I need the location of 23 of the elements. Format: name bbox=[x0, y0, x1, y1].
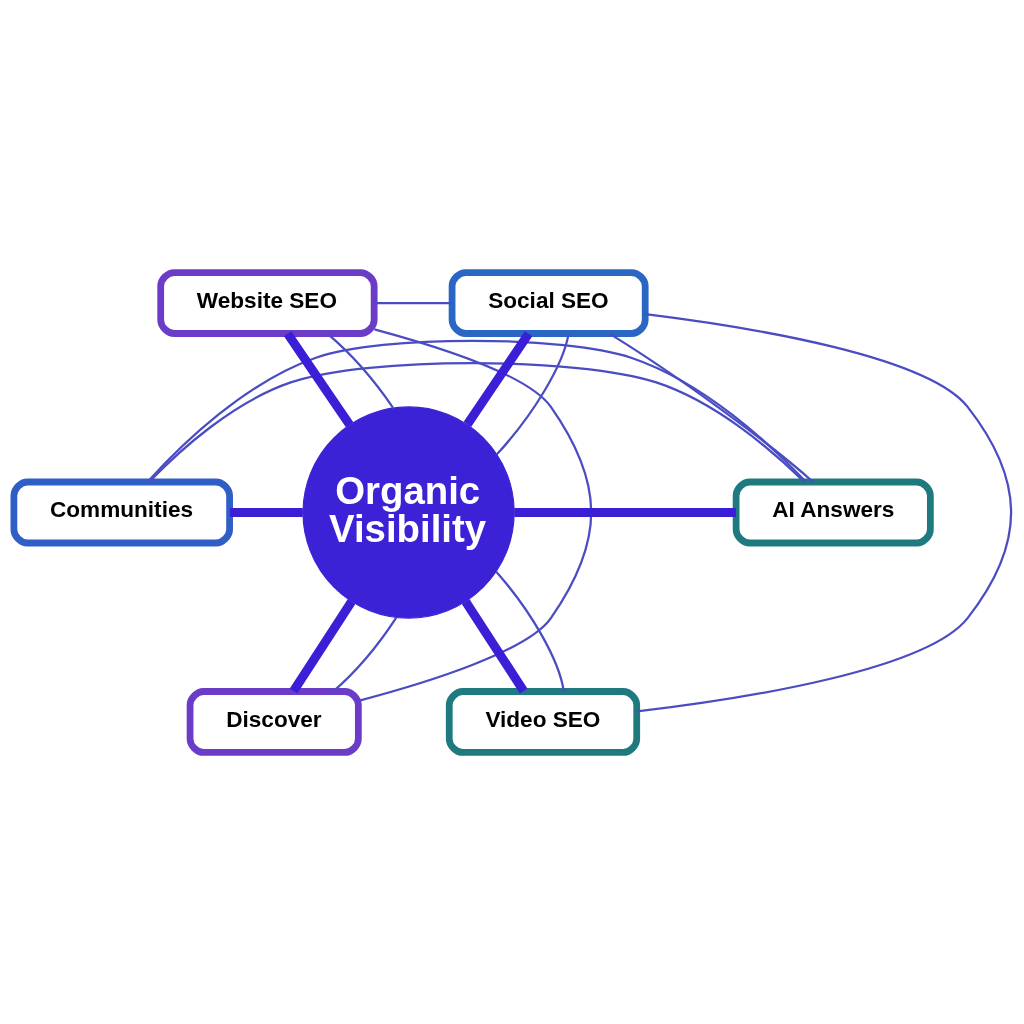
node-box: Video SEO bbox=[445, 687, 640, 756]
connector bbox=[146, 339, 807, 482]
connector bbox=[357, 327, 592, 702]
connector bbox=[461, 598, 527, 693]
connector bbox=[374, 301, 452, 304]
connector bbox=[495, 570, 565, 692]
node-box: Website SEO bbox=[156, 268, 378, 337]
connector bbox=[463, 330, 532, 427]
connector bbox=[283, 330, 353, 427]
connector bbox=[147, 361, 805, 483]
connector bbox=[608, 332, 814, 483]
connector bbox=[495, 333, 570, 455]
connector bbox=[513, 507, 736, 517]
node-circle: Organic Visibility bbox=[301, 405, 515, 619]
connector bbox=[229, 507, 303, 517]
node-box: Discover bbox=[186, 687, 362, 756]
connector bbox=[636, 312, 1012, 713]
connector bbox=[332, 616, 397, 692]
node-box: AI Answers bbox=[732, 478, 934, 546]
connector bbox=[289, 598, 355, 693]
node-box: Social SEO bbox=[448, 268, 649, 337]
node-box: Communities bbox=[10, 478, 233, 546]
connector bbox=[326, 332, 394, 408]
